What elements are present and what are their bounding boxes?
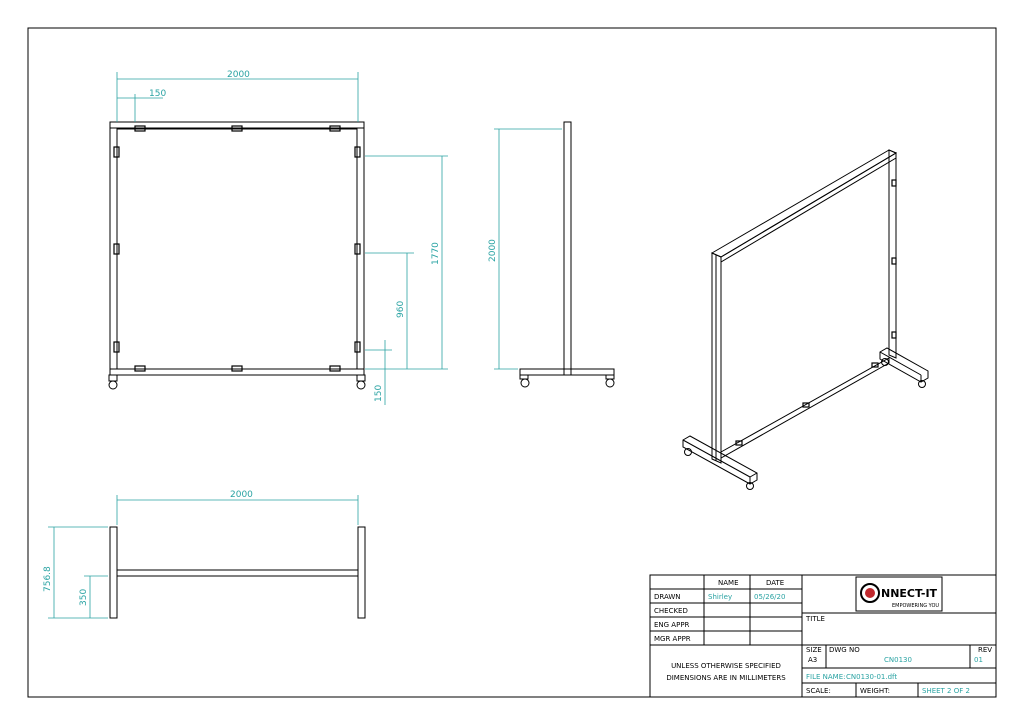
dim-top-depth: 756.8 — [43, 566, 53, 592]
dim-front-width: 2000 — [227, 70, 250, 80]
tb-size-value: A3 — [808, 656, 817, 664]
tb-row-name: Shirley — [708, 593, 732, 601]
front-view — [108, 121, 366, 390]
top-view — [109, 526, 366, 619]
tb-dwg-no-label: DWG NO — [829, 646, 860, 654]
dim-front-height-low: 150 — [374, 385, 384, 402]
tb-col-date: DATE — [766, 579, 784, 587]
front-dimensions — [116, 72, 448, 405]
tb-col-name: NAME — [718, 579, 739, 587]
tb-sheet-label: SHEET 2 OF 2 — [922, 687, 970, 695]
tb-row-label: ENG APPR — [654, 621, 690, 629]
dim-front-height-mid: 960 — [396, 301, 406, 318]
tb-note-line1: UNLESS OTHERWISE SPECIFIED — [671, 662, 781, 670]
tb-row-label: MGR APPR — [654, 635, 691, 643]
isometric-view — [682, 149, 929, 490]
dim-top-bar: 350 — [79, 589, 89, 606]
dim-top-width: 2000 — [230, 490, 253, 500]
title-block — [649, 574, 997, 698]
tb-file-name-label: FILE NAME: — [806, 673, 845, 681]
sheet-border — [27, 27, 997, 698]
dim-side-height: 2000 — [488, 239, 498, 262]
tb-weight-label: WEIGHT: — [860, 687, 890, 695]
side-view — [519, 121, 615, 388]
logo-tagline: EMPOWERING YOU — [892, 603, 939, 609]
tb-row-label: CHECKED — [654, 607, 688, 615]
dim-front-height-outer: 1770 — [431, 242, 441, 265]
top-dimensions — [48, 495, 359, 619]
tb-rev-value: 01 — [974, 656, 983, 664]
tb-rev-label: REV — [978, 646, 992, 654]
logo-text: NNECT-IT — [881, 587, 938, 600]
tb-file-name-value: CN0130-01.dft — [846, 673, 897, 681]
tb-dwg-no-value: CN0130 — [884, 656, 912, 664]
tb-note-line2: DIMENSIONS ARE IN MILLIMETERS — [666, 674, 786, 682]
tb-size-label: SIZE — [806, 646, 822, 654]
dim-front-offset: 150 — [149, 89, 166, 99]
tb-title-label: TITLE — [805, 615, 825, 623]
side-dimensions — [494, 128, 562, 370]
tb-row-date: 05/26/20 — [754, 593, 785, 601]
tb-row-label: DRAWN — [654, 593, 681, 601]
tb-scale-label: SCALE: — [806, 687, 831, 695]
company-logo: NNECT-IT EMPOWERING YOU — [860, 583, 939, 609]
